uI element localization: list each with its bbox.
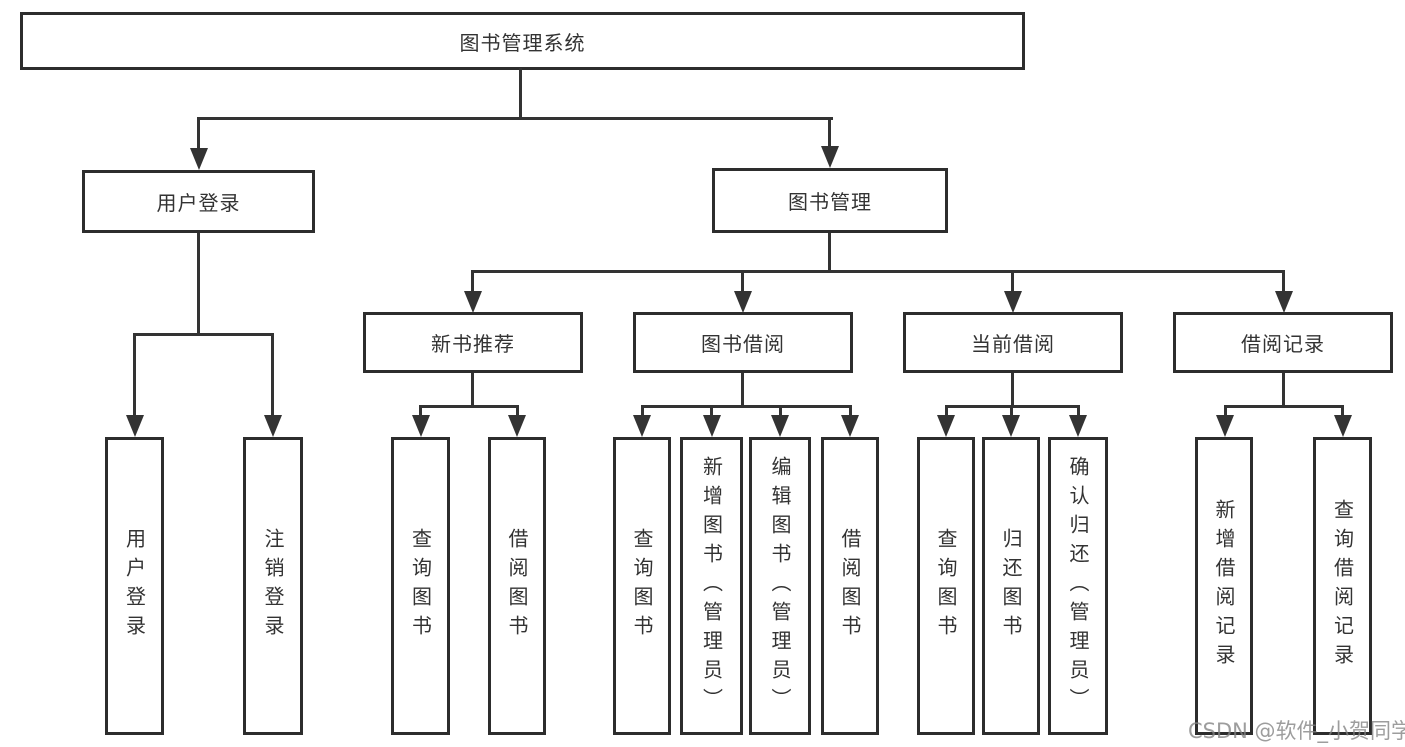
node-label: 编辑图书（管理员） — [768, 455, 792, 717]
node-label: 图书管理系统 — [459, 30, 586, 55]
node-return-book: 归还图书 — [982, 437, 1040, 735]
node-label: 确认归还（管理员） — [1066, 455, 1090, 717]
arrow-down-icon — [821, 146, 839, 168]
node-borrow-records: 借阅记录 — [1173, 312, 1393, 373]
node-query-borrow-record: 查询借阅记录 — [1313, 437, 1372, 735]
node-label: 查询图书 — [630, 528, 654, 644]
connector-line — [1224, 405, 1344, 408]
arrow-down-icon — [1216, 415, 1234, 437]
node-current-borrowing: 当前借阅 — [903, 312, 1123, 373]
connector-line — [741, 373, 744, 408]
arrow-down-icon — [508, 415, 526, 437]
connector-line — [1010, 405, 1013, 417]
connector-line — [641, 405, 644, 417]
node-label: 借阅图书 — [505, 528, 529, 644]
watermark: CSDN @软件_小贺同学 — [1188, 719, 1405, 743]
connector-line — [516, 405, 519, 417]
arrow-down-icon — [126, 415, 144, 437]
connector-line — [197, 233, 200, 336]
node-label: 查询图书 — [934, 528, 958, 644]
node-label: 查询图书 — [408, 528, 433, 644]
node-logout: 注销登录 — [243, 437, 303, 735]
arrow-down-icon — [633, 415, 651, 437]
connector-line — [419, 405, 519, 408]
node-book-borrowing: 图书借阅 — [633, 312, 853, 373]
connector-line — [471, 270, 1285, 273]
node-label: 新增图书（管理员） — [699, 455, 724, 717]
connector-line — [641, 405, 852, 408]
node-confirm-return-admin: 确认归还（管理员） — [1048, 437, 1108, 735]
arrow-down-icon — [1004, 291, 1022, 313]
arrow-down-icon — [190, 148, 208, 170]
arrow-down-icon — [1069, 415, 1087, 437]
node-add-book-admin: 新增图书（管理员） — [680, 437, 743, 735]
node-library-system: 图书管理系统 — [20, 12, 1025, 70]
connector-line — [1282, 373, 1285, 408]
connector-line — [1341, 405, 1344, 417]
connector-line — [741, 270, 744, 292]
arrow-down-icon — [1275, 291, 1293, 313]
node-query-books-borrowing: 查询图书 — [613, 437, 671, 735]
node-label: 当前借阅 — [971, 332, 1055, 356]
connector-line — [1011, 270, 1014, 292]
connector-line — [519, 68, 522, 120]
node-add-borrow-record: 新增借阅记录 — [1195, 437, 1253, 735]
connector-line — [945, 405, 948, 417]
connector-line — [710, 405, 713, 417]
connector-line — [197, 117, 833, 120]
arrow-down-icon — [937, 415, 955, 437]
connector-line — [1282, 270, 1285, 292]
connector-line — [471, 270, 474, 292]
connector-line — [271, 333, 274, 415]
arrow-down-icon — [771, 415, 789, 437]
connector-line — [133, 333, 136, 415]
node-label: 借阅图书 — [838, 528, 862, 644]
node-borrow-books-leaf: 借阅图书 — [821, 437, 879, 735]
connector-line — [779, 405, 782, 417]
node-user-login-leaf: 用户登录 — [105, 437, 164, 735]
connector-line — [419, 405, 422, 417]
node-label: 归还图书 — [999, 528, 1023, 644]
arrow-down-icon — [841, 415, 859, 437]
arrow-down-icon — [412, 415, 430, 437]
arrow-down-icon — [703, 415, 721, 437]
node-label: 图书借阅 — [701, 332, 785, 356]
node-query-books-current: 查询图书 — [917, 437, 975, 735]
connector-line — [849, 405, 852, 417]
connector-line — [133, 333, 274, 336]
connector-line — [1224, 405, 1227, 417]
node-label: 注销登录 — [261, 528, 285, 644]
connector-line — [1077, 405, 1080, 417]
node-label: 图书管理 — [788, 190, 872, 214]
node-label: 查询借阅记录 — [1330, 499, 1355, 673]
node-label: 用户登录 — [122, 528, 147, 644]
node-edit-book-admin: 编辑图书（管理员） — [749, 437, 811, 735]
node-label: 新书推荐 — [431, 332, 515, 356]
node-label: 用户登录 — [156, 191, 241, 215]
arrow-down-icon — [734, 291, 752, 313]
arrow-down-icon — [1002, 415, 1020, 437]
connector-line — [471, 373, 474, 408]
connector-line — [828, 233, 831, 273]
connector-line — [1011, 373, 1014, 408]
node-book-management: 图书管理 — [712, 168, 948, 233]
node-label: 借阅记录 — [1241, 332, 1325, 356]
node-label: 新增借阅记录 — [1212, 499, 1236, 673]
arrow-down-icon — [264, 415, 282, 437]
node-borrow-books-recommend: 借阅图书 — [488, 437, 546, 735]
connector-line — [197, 117, 200, 150]
arrow-down-icon — [1334, 415, 1352, 437]
arrow-down-icon — [464, 291, 482, 313]
node-query-books-recommend: 查询图书 — [391, 437, 450, 735]
connector-line — [828, 117, 831, 148]
node-new-book-recommend: 新书推荐 — [363, 312, 583, 373]
node-user-login: 用户登录 — [82, 170, 315, 233]
